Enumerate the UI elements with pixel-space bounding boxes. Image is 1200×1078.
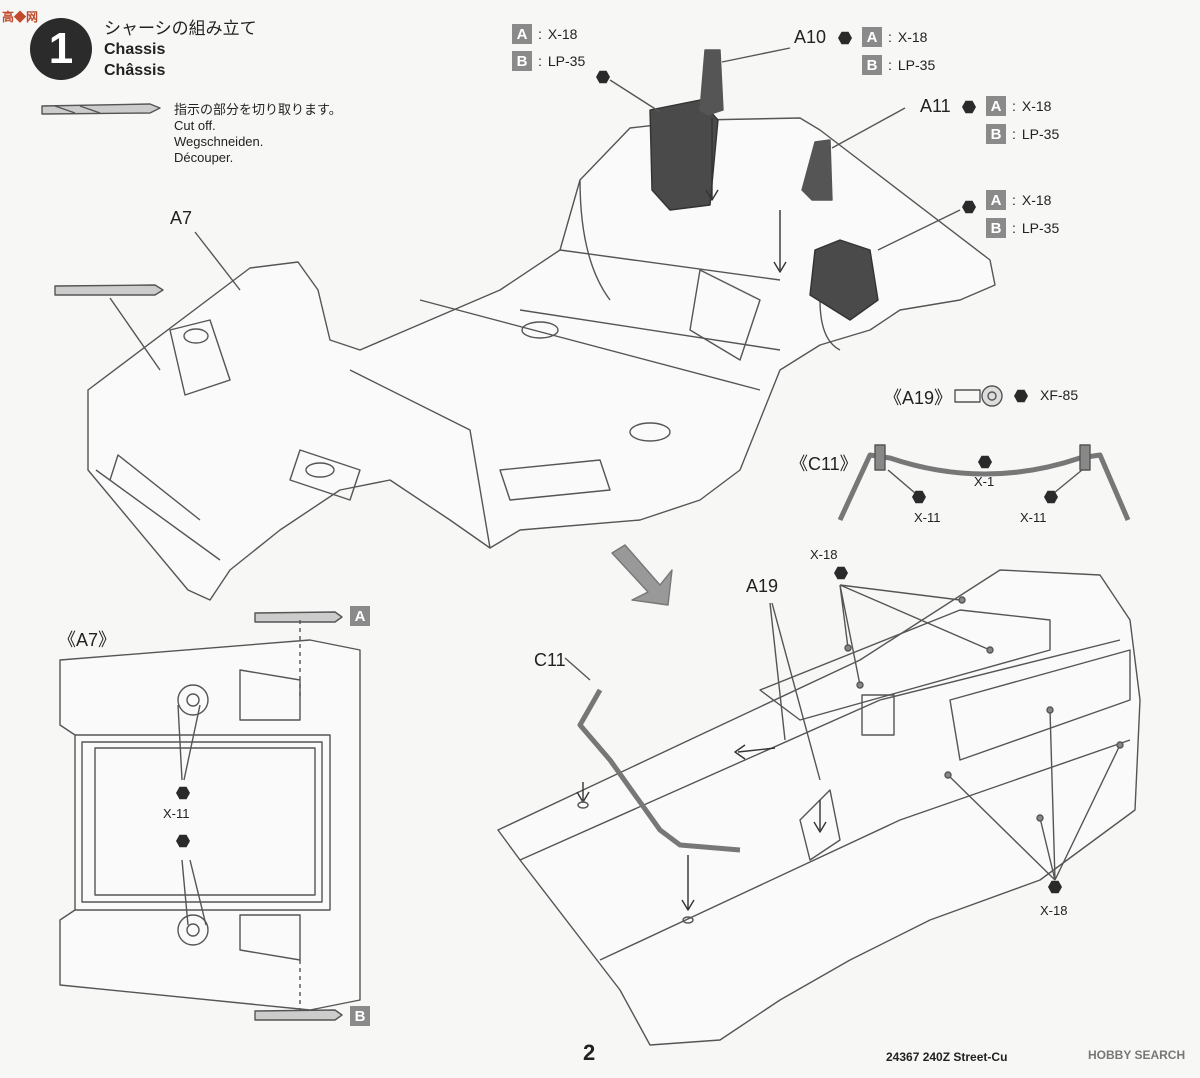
paint-x18-label-install-bottom: X-18: [1040, 903, 1068, 918]
paint-marker-icon-c11-left: [912, 490, 926, 504]
paint-x18-label-install-top: X-18: [810, 547, 838, 562]
chassis-underside-view: [497, 569, 1141, 1046]
paint-x18-mount: X-18: [1021, 192, 1052, 208]
step-title-en: Chassis: [104, 41, 166, 58]
paint-spec-a-top: A :X-18: [512, 24, 577, 44]
paint-x11-label-c11-left: X-11: [914, 510, 941, 525]
watermark-logo: 高◆网: [2, 10, 39, 24]
variant-a-badge-a10: A: [862, 27, 882, 47]
cut-note-en: Cut off.: [174, 118, 216, 133]
variant-b-badge-a11: B: [986, 124, 1006, 144]
paint-spec-a10-a: A :X-18: [862, 27, 927, 47]
step-number-badge: 1: [30, 18, 92, 80]
chassis-main-view: [87, 99, 996, 601]
paint-marker-icon-a19: [1014, 389, 1028, 403]
paint-xf85-label: XF-85: [1040, 387, 1079, 403]
part-a11: [801, 139, 833, 201]
paint-spec-a11-a: A :X-18: [986, 96, 1051, 116]
page-number: 2: [583, 1040, 596, 1065]
part-label-a10: A10: [794, 27, 827, 47]
cutter-tool-icon-detail-a: [254, 611, 343, 623]
step-title: シャーシの組み立て Chassis Châssis: [104, 18, 257, 81]
paint-spec-b-top: B :LP-35: [512, 51, 585, 71]
part-label-c11: C11: [534, 650, 566, 670]
variant-a-badge: A: [512, 24, 532, 44]
variant-b-badge-a10: B: [862, 55, 882, 75]
variant-a-badge-a11: A: [986, 96, 1006, 116]
cutter-tool-icon: [41, 103, 161, 115]
cut-note-fr: Découper.: [174, 150, 234, 165]
a19-detail-drawing: [954, 385, 1003, 407]
paint-marker-icon-install-top: [834, 566, 848, 580]
variant-b-badge: B: [512, 51, 532, 71]
cutter-tool-icon-a7: [54, 284, 164, 296]
paint-spec-mount-b: B :LP-35: [986, 218, 1059, 238]
paint-marker-icon: [596, 70, 610, 84]
paint-marker-icon-a10: [838, 31, 852, 45]
paint-lp35-a10: LP-35: [897, 57, 936, 73]
paint-x18-a10: X-18: [897, 29, 928, 45]
paint-spec-a11-b: B :LP-35: [986, 124, 1059, 144]
paint-marker-icon-c11-right: [1044, 490, 1058, 504]
cut-note-jp: 指示の部分を切り取ります。: [174, 102, 342, 117]
step-flow-arrow: [611, 544, 673, 606]
a7-underside-view: [59, 620, 361, 1011]
variant-a-badge-a7: A: [350, 606, 370, 626]
paint-x18-label: X-18: [547, 26, 578, 42]
paint-spec-mount-a: A :X-18: [986, 190, 1051, 210]
paint-spec-a10-b: B :LP-35: [862, 55, 935, 75]
part-label-a11: A11: [920, 96, 951, 116]
paint-x11-label-c11-right: X-11: [1020, 510, 1047, 525]
paint-x1-label: X-1: [974, 474, 995, 489]
paint-lp35-label: LP-35: [547, 53, 586, 69]
paint-marker-icon-a7-bottom: [176, 834, 190, 848]
paint-marker-icon-a7-top: [176, 786, 190, 800]
variant-b-badge-mount: B: [986, 218, 1006, 238]
paint-marker-icon-c11-x1: [978, 455, 992, 469]
part-detail-c11: 《C11》: [790, 454, 858, 474]
cut-note-de: Wegschneiden.: [174, 134, 264, 149]
cut-off-note: 指示の部分を切り取ります。 Cut off. Wegschneiden. Déc…: [174, 102, 342, 166]
part-detail-a7: 《A7》: [58, 630, 117, 650]
paint-x11-label-a7: X-11: [163, 806, 190, 821]
variant-b-badge-a7: B: [350, 1006, 370, 1026]
paint-marker-icon-a11: [962, 100, 976, 114]
part-detail-a19: 《A19》: [884, 388, 953, 408]
watermark-bottom: HOBBY SEARCH: [1088, 1048, 1186, 1062]
step-title-jp: シャーシの組み立て: [104, 19, 257, 38]
paint-lp35-a11: LP-35: [1021, 126, 1060, 142]
variant-a-badge-mount: A: [986, 190, 1006, 210]
kit-code: 24367 240Z Street-Cu: [886, 1050, 1008, 1064]
step-title-fr: Châssis: [104, 62, 166, 79]
part-a10: [699, 49, 724, 116]
paint-lp35-mount: LP-35: [1021, 220, 1060, 236]
part-label-a7: A7: [170, 208, 193, 228]
part-label-a19: A19: [746, 576, 779, 596]
c11-detail-drawing: [837, 444, 1131, 522]
paint-marker-icon-mount: [962, 200, 976, 214]
cutter-tool-icon-detail-b: [254, 1009, 343, 1021]
paint-marker-icon-install-bottom: [1048, 880, 1062, 894]
paint-x18-a11: X-18: [1021, 98, 1052, 114]
